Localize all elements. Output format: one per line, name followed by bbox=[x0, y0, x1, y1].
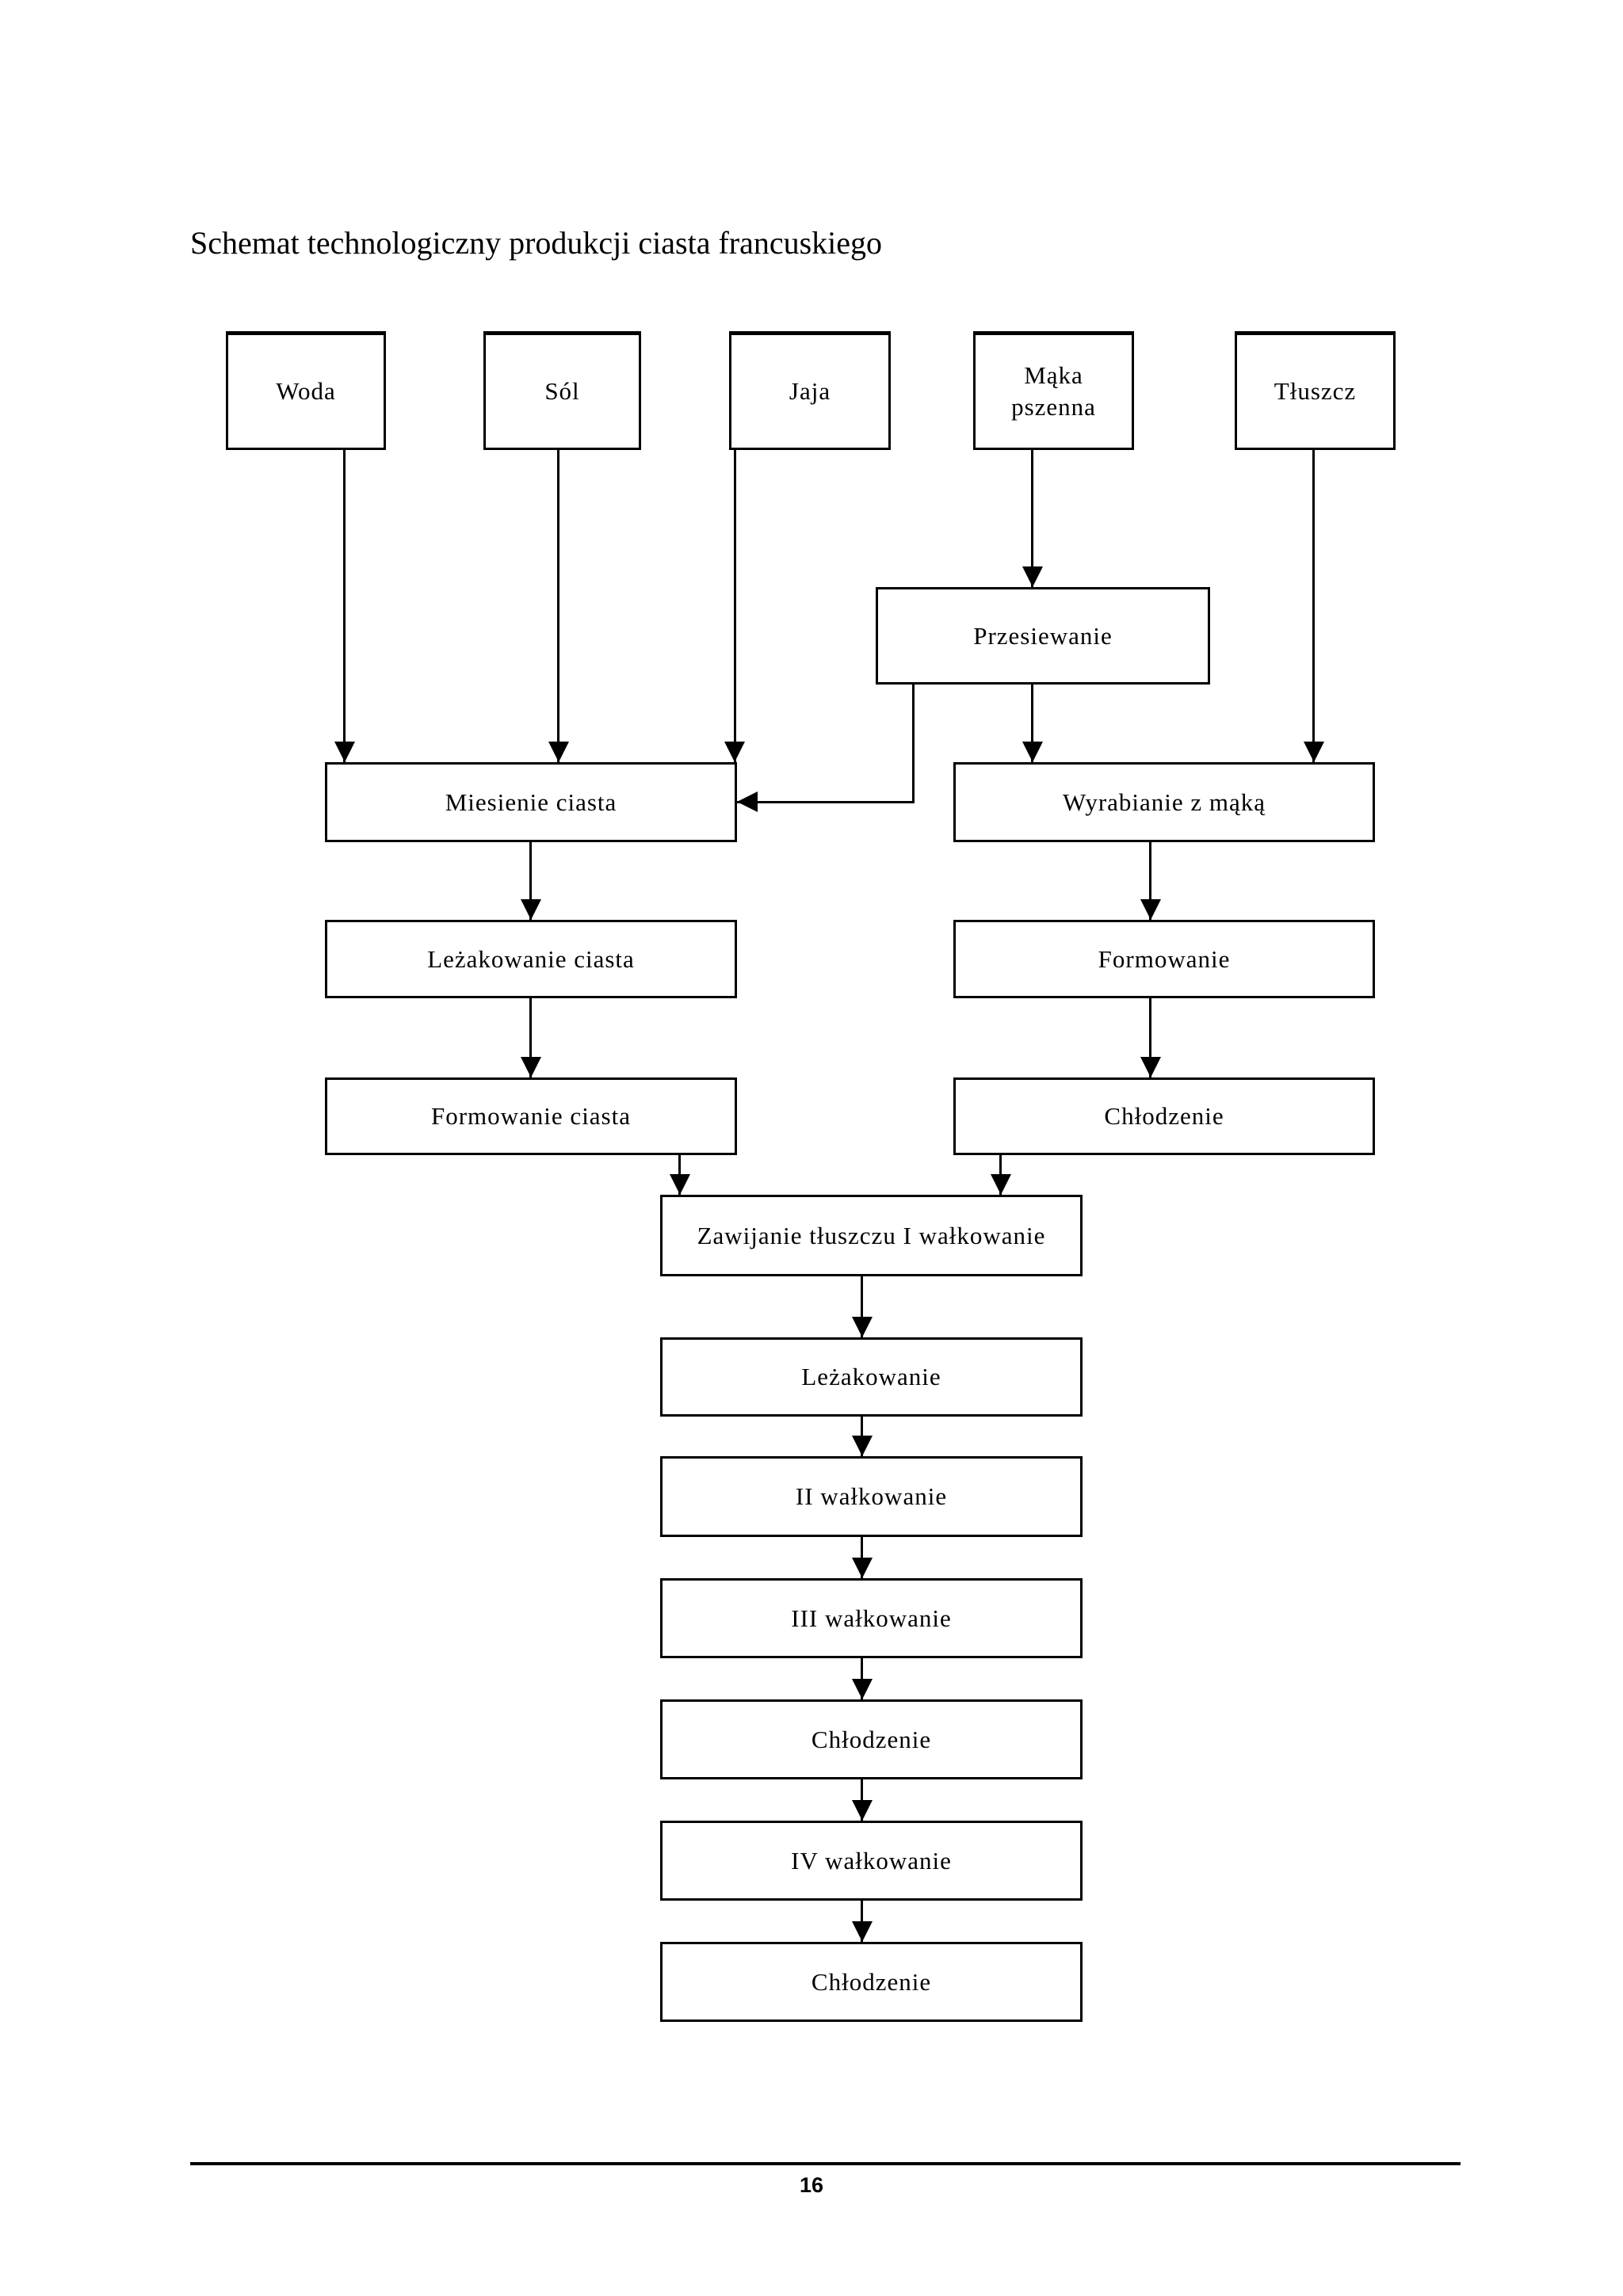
arrowhead-icon bbox=[991, 1174, 1011, 1195]
flow-node-label: Chłodzenie bbox=[811, 1725, 932, 1753]
flow-line-przesiewanie-to-wyrabianie bbox=[1031, 685, 1033, 762]
arrowhead-icon bbox=[1140, 1057, 1161, 1077]
flow-node-chlodzenie-3: Chłodzenie bbox=[660, 1942, 1083, 2022]
flow-node-iv-walkowanie: IV wałkowanie bbox=[660, 1821, 1083, 1901]
flow-node-chlodzenie-1: Chłodzenie bbox=[953, 1077, 1375, 1155]
arrowhead-icon bbox=[852, 1436, 873, 1456]
flow-node-lezakowanie: Leżakowanie bbox=[660, 1337, 1083, 1417]
flow-node-label: Jaja bbox=[789, 377, 831, 405]
flow-node-label: Leżakowanie ciasta bbox=[427, 944, 635, 973]
flow-node-lezakowanie-ciasta: Leżakowanie ciasta bbox=[325, 920, 737, 998]
flow-node-label: Chłodzenie bbox=[1104, 1102, 1224, 1130]
flow-node-label: III wałkowanie bbox=[791, 1604, 952, 1632]
flow-node-label: Chłodzenie bbox=[811, 1967, 932, 1996]
arrowhead-icon bbox=[852, 1800, 873, 1821]
flow-node-formowanie: Formowanie bbox=[953, 920, 1375, 998]
arrowhead-icon bbox=[852, 1679, 873, 1699]
flow-line-przesiewanie-to-miesienie bbox=[912, 685, 915, 803]
flow-node-label: Przesiewanie bbox=[973, 621, 1113, 650]
flow-node-przesiewanie: Przesiewanie bbox=[876, 587, 1210, 685]
flow-line-lezakowanie-ciasta-to-formowanie-ciasta bbox=[529, 998, 532, 1077]
flow-line-miesienie-to-lezakowanie-ciasta bbox=[529, 842, 532, 920]
flow-node-miesienie-ciasta: Miesienie ciasta bbox=[325, 762, 737, 842]
flow-node-label: Formowanie ciasta bbox=[430, 1102, 631, 1130]
arrowhead-icon bbox=[1022, 742, 1043, 762]
flow-line-maka-to-przesiewanie bbox=[1031, 450, 1033, 587]
flow-node-label: Miesienie ciasta bbox=[445, 788, 617, 816]
arrowhead-icon bbox=[852, 1558, 873, 1578]
flow-node-woda: Woda bbox=[226, 331, 386, 450]
arrowhead-icon bbox=[852, 1921, 873, 1942]
flow-line-wyrabianie-to-formowanie bbox=[1149, 842, 1151, 920]
flow-node-label: II wałkowanie bbox=[795, 1482, 948, 1510]
arrowhead-icon bbox=[1304, 742, 1324, 762]
flow-node-jaja: Jaja bbox=[729, 331, 891, 450]
flow-line-jaja-to-miesienie bbox=[734, 450, 736, 762]
flow-node-tluszcz: Tłuszcz bbox=[1235, 331, 1396, 450]
flow-node-wyrabianie-z-maka: Wyrabianie z mąką bbox=[953, 762, 1375, 842]
flow-line-tluszcz-to-wyrabianie bbox=[1312, 450, 1315, 762]
flow-node-label: Wyrabianie z mąką bbox=[1062, 788, 1266, 816]
flow-line-zawijanie-to-lezakowanie bbox=[861, 1276, 863, 1337]
arrowhead-icon bbox=[1022, 566, 1043, 587]
page-title: Schemat technologiczny produkcji ciasta … bbox=[190, 225, 883, 261]
arrowhead-icon bbox=[548, 742, 569, 762]
flow-node-label: Mąka pszenna bbox=[1011, 360, 1096, 421]
page-number: 16 bbox=[799, 2173, 824, 2197]
flow-node-label: Zawijanie tłuszczu I wałkowanie bbox=[697, 1221, 1046, 1249]
flow-node-sol: Sól bbox=[483, 331, 641, 450]
flow-node-zawijanie-tluszczu-i-walkowanie: Zawijanie tłuszczu I wałkowanie bbox=[660, 1195, 1083, 1276]
flow-node-chlodzenie-2: Chłodzenie bbox=[660, 1699, 1083, 1779]
flow-node-label: Formowanie bbox=[1098, 944, 1231, 973]
flow-node-label: Leżakowanie bbox=[801, 1363, 941, 1390]
flow-line-formowanie-to-chlodzenie-1 bbox=[1149, 998, 1151, 1077]
arrowhead-icon bbox=[852, 1317, 873, 1337]
arrowhead-icon bbox=[521, 899, 541, 920]
flow-node-label: IV wałkowanie bbox=[791, 1846, 952, 1875]
arrowhead-icon bbox=[724, 742, 745, 762]
arrowhead-icon bbox=[1140, 899, 1161, 920]
arrowhead-icon bbox=[737, 791, 758, 812]
arrowhead-icon bbox=[521, 1057, 541, 1077]
arrowhead-icon bbox=[670, 1174, 690, 1195]
footer-rule bbox=[190, 2162, 1461, 2165]
flow-node-ii-walkowanie: II wałkowanie bbox=[660, 1456, 1083, 1537]
flow-node-label: Sól bbox=[544, 377, 580, 405]
flow-line-przesiewanie-to-miesienie bbox=[737, 801, 915, 803]
flow-node-formowanie-ciasta: Formowanie ciasta bbox=[325, 1077, 737, 1155]
flow-line-woda-to-miesienie bbox=[343, 450, 346, 762]
flow-line-sol-to-miesienie bbox=[557, 450, 559, 762]
flow-node-label: Woda bbox=[276, 377, 336, 405]
flow-node-maka-pszenna: Mąka pszenna bbox=[973, 331, 1134, 450]
flow-node-label: Tłuszcz bbox=[1274, 377, 1357, 405]
arrowhead-icon bbox=[334, 742, 355, 762]
flow-node-iii-walkowanie: III wałkowanie bbox=[660, 1578, 1083, 1658]
